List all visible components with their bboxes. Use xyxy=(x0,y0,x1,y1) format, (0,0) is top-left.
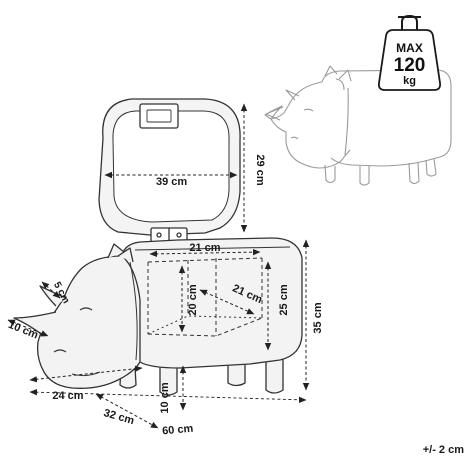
ghost-rhino-illustration xyxy=(264,65,452,186)
dimension-lines xyxy=(7,103,310,429)
total-height-label: 35 cm xyxy=(312,302,324,333)
storage-height-label: 20 cm xyxy=(187,284,199,315)
length-label: 60 cm xyxy=(162,423,194,438)
rhino-head xyxy=(36,255,141,389)
rhino-body xyxy=(121,237,303,369)
tolerance-note: +/- 2 cm xyxy=(423,444,464,456)
lid-width-label: 39 cm xyxy=(156,176,187,188)
lid-height-label: 29 cm xyxy=(254,154,266,185)
weight-icon: MAX 120 kg xyxy=(377,15,442,91)
main-rhino-illustration xyxy=(13,98,303,396)
weight-unit: kg xyxy=(403,75,416,87)
hinge-icon xyxy=(150,227,188,243)
head-length-label: 24 cm xyxy=(52,390,83,402)
depth-label: 32 cm xyxy=(102,407,136,427)
seat-height-label: 25 cm xyxy=(278,284,290,315)
weight-max-label: MAX xyxy=(396,41,423,55)
leg-height-label: 10 cm xyxy=(159,382,171,413)
storage-width-label: 21 cm xyxy=(189,242,220,254)
weight-value: 120 xyxy=(394,55,426,76)
